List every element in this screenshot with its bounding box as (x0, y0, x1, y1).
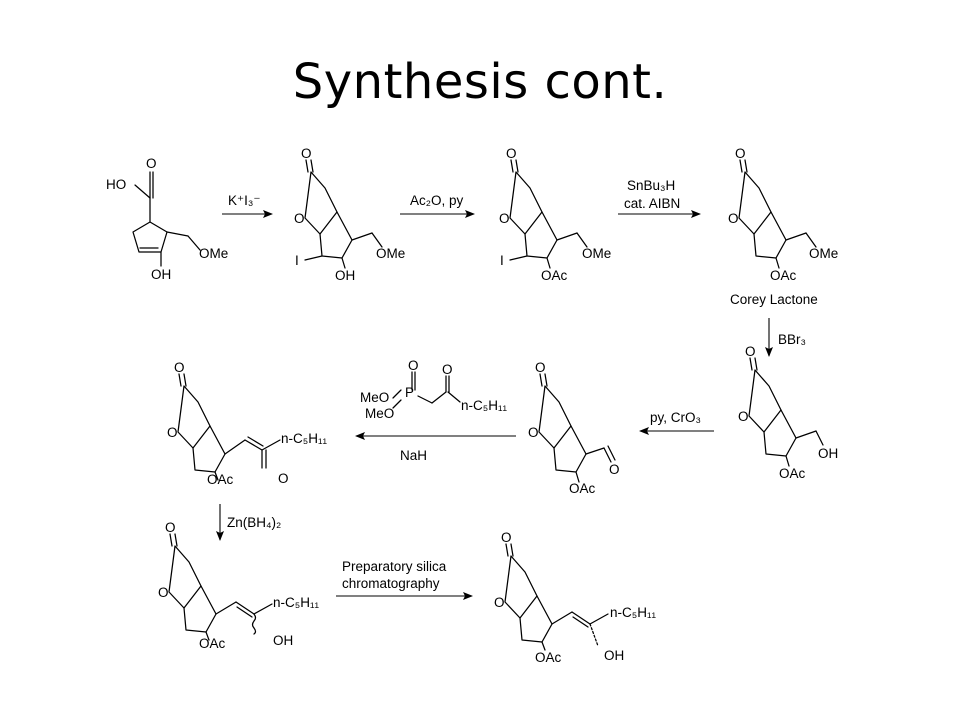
atom-label: O (499, 211, 510, 226)
atom-label: OMe (376, 246, 405, 261)
reagent-label: SnBu₃H (627, 178, 675, 193)
reagent-label: K⁺I₃⁻ (228, 193, 261, 208)
atom-label: O (609, 462, 620, 477)
atom-label: OAc (779, 466, 806, 481)
atom-label: MeO (360, 390, 389, 405)
molecule-enone: O O n-C₅H₁₁ O OAc (167, 360, 327, 487)
reagent-label: Zn(BH₄)₂ (227, 515, 281, 530)
atom-label: P (405, 385, 414, 400)
atom-label: O (501, 530, 512, 545)
atom-label: O (167, 425, 178, 440)
slide-title: Synthesis cont. (292, 54, 668, 110)
atom-label: O (165, 520, 176, 535)
reagent-label: cat. AIBN (624, 196, 680, 211)
atom-label: OAc (770, 268, 797, 283)
atom-label: n-C₅H₁₁ (461, 398, 507, 413)
reagent-label: py, CrO₃ (650, 410, 701, 425)
atom-label: OH (335, 268, 355, 283)
atom-label: MeO (365, 406, 394, 421)
atom-label: O (301, 146, 312, 161)
atom-label: OMe (582, 246, 611, 261)
reagent-label: BBr₃ (778, 332, 806, 347)
reagent-label: Ac₂O, py (410, 193, 464, 208)
atom-label: O (408, 358, 419, 373)
atom-label: OAc (541, 268, 568, 283)
reagent-phosphonate: MeO MeO P O O n-C₅H₁₁ (360, 358, 507, 421)
atom-label: OAc (535, 650, 562, 665)
atom-label: OAc (569, 481, 596, 496)
atom-label: O (442, 362, 453, 377)
atom-label: n-C₅H₁₁ (610, 605, 656, 620)
atom-label: OAc (199, 636, 226, 651)
atom-label: O (735, 146, 746, 161)
atom-label: OH (818, 446, 838, 461)
atom-label: O (174, 360, 185, 375)
molecule-starting-acid: HO O OMe OH (106, 156, 228, 282)
atom-label: n-C₅H₁₁ (281, 431, 327, 446)
atom-label: I (295, 253, 299, 268)
separation-label-line1: Preparatory silica (342, 559, 447, 574)
atom-label: OH (604, 648, 624, 663)
atom-label: O (494, 595, 505, 610)
atom-label: OMe (199, 246, 228, 261)
corey-lactone-label: Corey Lactone (730, 292, 818, 307)
atom-label: O (506, 146, 517, 161)
molecule-iodolactone: O O OMe I OH (294, 146, 405, 283)
molecule-allylic-alcohol-epimers: O O n-C₅H₁₁ OH OAc (158, 520, 319, 651)
atom-label: O (146, 156, 157, 171)
atom-label: OH (151, 267, 171, 282)
atom-label: O (745, 344, 756, 359)
atom-label: O (158, 585, 169, 600)
reagent-label: NaH (400, 448, 427, 463)
atom-label: O (294, 211, 305, 226)
atom-label: O (278, 471, 289, 486)
atom-label: HO (106, 177, 126, 192)
atom-label: O (528, 425, 539, 440)
molecule-final-product: O O n-C₅H₁₁ OH OAc (494, 530, 656, 665)
molecule-aldehyde: O O O OAc (528, 360, 620, 496)
atom-label: I (500, 253, 504, 268)
molecule-primary-alcohol: O O OH OAc (738, 344, 838, 481)
atom-label: O (738, 409, 749, 424)
separation-label-line2: chromatography (342, 576, 440, 591)
atom-label: OMe (809, 246, 838, 261)
atom-label: O (535, 360, 546, 375)
atom-label: O (728, 211, 739, 226)
atom-label: n-C₅H₁₁ (273, 595, 319, 610)
molecule-corey-lactone: O O OMe OAc (728, 146, 838, 283)
molecule-iodo-acetate: O O OMe I OAc (499, 146, 611, 283)
atom-label: OAc (207, 472, 234, 487)
atom-label: OH (273, 633, 293, 648)
